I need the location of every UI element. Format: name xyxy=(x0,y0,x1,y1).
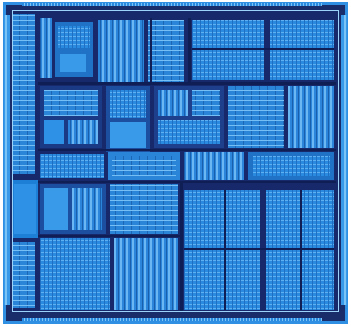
memory-array-bottom-left xyxy=(40,238,178,310)
memory-array-top xyxy=(192,20,334,80)
power-rails xyxy=(12,10,339,312)
logic-block-lower-left xyxy=(40,184,178,234)
io-column-left xyxy=(12,14,38,308)
logic-band-middle xyxy=(40,152,334,180)
logic-block-middle-left xyxy=(40,86,150,152)
bond-pads-left xyxy=(4,15,10,305)
bond-pads-right xyxy=(341,15,347,305)
memory-array-bottom-right xyxy=(184,190,334,310)
logic-block-center xyxy=(154,86,334,148)
routing-channels xyxy=(38,18,336,311)
logic-block-top-left xyxy=(40,18,184,82)
bond-pads-top xyxy=(22,3,322,6)
bond-pads-bottom xyxy=(22,318,322,321)
